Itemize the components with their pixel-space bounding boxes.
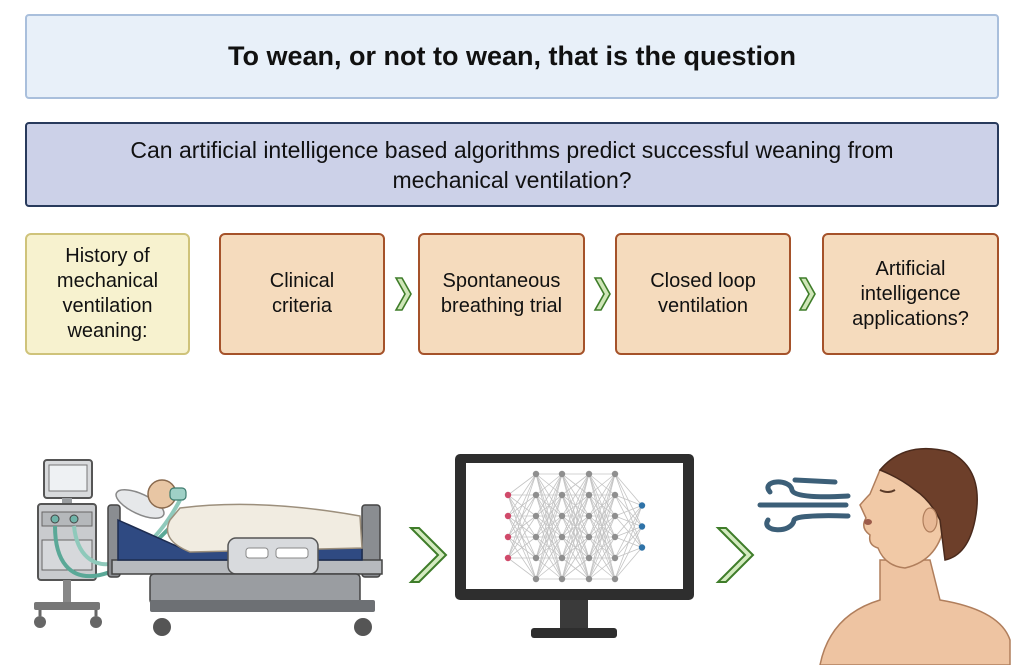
nn-connection <box>614 505 643 580</box>
nn-connection <box>507 473 537 538</box>
neural-network <box>504 470 646 583</box>
step-closed-loop-ventilation: Closed loop ventilation <box>615 233 791 355</box>
step-label: Clinical criteria <box>269 270 335 317</box>
nn-connection <box>614 505 643 559</box>
nn-node <box>585 491 593 499</box>
chevron-right-icon <box>798 277 816 311</box>
nn-node <box>585 554 593 562</box>
research-question: Can artificial intelligence based algori… <box>130 136 894 193</box>
nn-connection <box>614 526 643 580</box>
page-title: To wean, or not to wean, that is the que… <box>227 41 796 71</box>
nn-connection <box>507 473 537 517</box>
nn-connection <box>561 557 590 580</box>
nn-connection <box>535 536 563 580</box>
nn-node <box>585 512 593 520</box>
question-box: Can artificial intelligence based algori… <box>25 122 999 207</box>
step-label: Artificial intelligence applications? <box>852 257 969 330</box>
title-box: To wean, or not to wean, that is the que… <box>25 14 999 99</box>
nn-node <box>585 533 593 541</box>
nn-connection <box>588 473 616 496</box>
nn-connection <box>507 557 537 580</box>
nn-connection <box>561 473 590 517</box>
nn-connection <box>535 473 563 496</box>
chevron-right-icon <box>593 277 611 311</box>
nn-node <box>532 554 540 562</box>
nn-node <box>504 533 512 541</box>
nn-connection <box>561 473 590 580</box>
nn-connection <box>507 494 537 559</box>
nn-node <box>558 575 566 583</box>
nn-connection <box>507 536 537 559</box>
nn-connection <box>507 473 537 559</box>
nn-node <box>532 533 540 541</box>
nn-connection <box>507 473 537 496</box>
nn-node <box>532 470 540 478</box>
nn-connection <box>535 473 563 559</box>
step-label: Closed loop ventilation <box>650 270 756 317</box>
nn-connection <box>588 473 616 559</box>
nn-connection <box>535 515 563 580</box>
nn-node <box>504 491 512 499</box>
nn-connection <box>561 494 590 580</box>
person-breathing-icon <box>757 447 1011 665</box>
nn-connection <box>561 473 590 496</box>
nn-connection <box>614 505 643 517</box>
nn-connection <box>614 494 643 506</box>
nn-node <box>638 523 646 530</box>
nn-node <box>532 512 540 520</box>
nn-node <box>611 575 619 583</box>
nn-node <box>611 491 619 499</box>
nn-node <box>638 544 646 551</box>
nn-node <box>585 470 593 478</box>
nn-connection <box>588 515 616 580</box>
breath-icon <box>757 477 851 533</box>
nn-node <box>611 554 619 562</box>
nn-connection <box>614 473 643 506</box>
nn-node <box>504 512 512 520</box>
nn-node <box>558 512 566 520</box>
nn-connection <box>535 494 563 580</box>
nn-node <box>611 533 619 541</box>
nn-node <box>558 491 566 499</box>
nn-node <box>532 575 540 583</box>
nn-node <box>532 491 540 499</box>
step-label: Spontaneous breathing trial <box>440 270 563 317</box>
history-label: History of mechanical ventilation weanin… <box>56 245 159 342</box>
nn-node <box>585 575 593 583</box>
nn-connection <box>588 494 616 580</box>
nn-node <box>558 470 566 478</box>
nn-connection <box>561 515 590 580</box>
nn-connection <box>535 557 563 580</box>
nn-connection <box>614 547 643 580</box>
nn-connection <box>535 473 563 580</box>
nn-connection <box>535 473 563 538</box>
nn-connection <box>588 473 616 580</box>
nn-connection <box>588 557 616 580</box>
nn-connection <box>588 536 616 580</box>
nn-connection <box>561 473 590 559</box>
chevron-right-icon <box>408 527 448 583</box>
chevron-right-icon <box>394 277 412 311</box>
step-clinical-criteria: Clinical criteria <box>219 233 385 355</box>
patient-on-ventilator-icon <box>34 459 383 636</box>
history-label-box: History of mechanical ventilation weanin… <box>25 233 190 355</box>
nn-connection <box>535 473 563 517</box>
nn-node <box>504 554 512 562</box>
nn-node <box>611 512 619 520</box>
nn-node <box>611 470 619 478</box>
nn-connection <box>588 473 616 538</box>
nn-connection <box>561 473 590 538</box>
step-spontaneous-breathing-trial: Spontaneous breathing trial <box>418 233 585 355</box>
nn-node <box>638 502 646 509</box>
neural-network-monitor-icon <box>455 454 694 638</box>
nn-node <box>558 533 566 541</box>
nn-connection <box>588 473 616 517</box>
nn-connection <box>507 515 537 559</box>
nn-node <box>558 554 566 562</box>
nn-connection <box>561 536 590 580</box>
chevron-right-icon <box>715 527 755 583</box>
nn-connection <box>614 505 643 538</box>
step-ai-applications: Artificial intelligence applications? <box>822 233 999 355</box>
